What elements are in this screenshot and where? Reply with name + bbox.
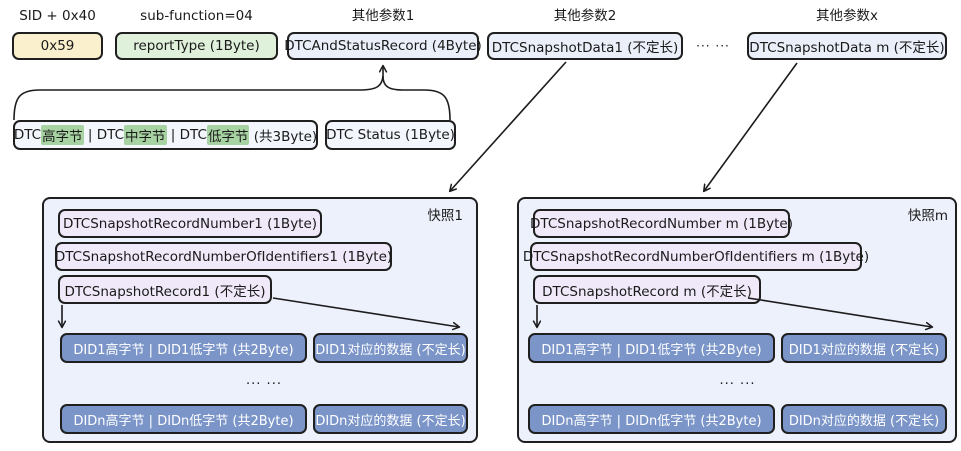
snapshot-1-ellipsis: ... ... [246, 373, 282, 388]
dtc-low-byte-highlight: 低字节 [206, 125, 250, 145]
dtc-bytes-suffix: (共3Byte) [249, 129, 318, 145]
snapshot-data-1-box: DTCSnapshotData1 (不定长) [487, 32, 683, 60]
param1-column-label: 其他参数1 [351, 8, 415, 24]
snapshot-1-record-number-box: DTCSnapshotRecordNumber1 (1Byte) [58, 209, 322, 238]
dtc-high-byte-highlight: 高字节 [41, 125, 84, 145]
snapshot-m-did1-id-box: DID1高字节 | DID1低字节 (共2Byte) [528, 333, 775, 363]
dtc-status-box: DTC Status (1Byte) [325, 120, 456, 150]
dtc-prefix-1: DTC [13, 127, 42, 143]
paramx-column-label: 其他参数x [816, 8, 878, 24]
snapshot-1-didn-data-box: DIDn对应的数据 (不定长) [313, 404, 468, 434]
brace-left-arm [13, 66, 383, 121]
dtc-prefix-3: | DTC [166, 127, 207, 143]
sid-column-label: SID + 0x40 [19, 8, 96, 24]
snapshot-m-record-number-box: DTCSnapshotRecordNumber m (1Byte) [530, 209, 793, 238]
snapshot-m-didn-data-box: DIDn对应的数据 (不定长) [781, 404, 947, 434]
snapshot-1-didn-id-box: DIDn高字节 | DIDn低字节 (共2Byte) [60, 404, 307, 434]
snapshot-m-record-box: DTCSnapshotRecord m (不定长) [533, 275, 761, 304]
dtc-prefix-2: | DTC [83, 127, 125, 143]
snapshot-m-ellipsis: ... ... [719, 373, 756, 388]
arrow-snapshotdata1-to-panel1 [450, 61, 567, 191]
snapshot-m-number-of-identifiers-box: DTCSnapshotRecordNumberOfIdentifiers m (… [523, 242, 869, 271]
snapshot-1-number-of-identifiers-box: DTCSnapshotRecordNumberOfIdentifiers1 (1… [55, 242, 392, 271]
snapshot-1-title: 快照1 [427, 208, 463, 224]
snapshot-1-did1-id-box: DID1高字节 | DID1低字节 (共2Byte) [60, 333, 307, 363]
snapshot-1-did1-data-box: DID1对应的数据 (不定长) [313, 333, 468, 363]
snapshot-m-didn-id-box: DIDn高字节 | DIDn低字节 (共2Byte) [528, 404, 775, 434]
report-type-box: reportType (1Byte) [115, 32, 278, 60]
dtc-and-status-record-box: DTCAndStatusRecord (4Byte) [284, 32, 482, 60]
brace-right-arm [382, 75, 451, 121]
snapshot-1-record-box: DTCSnapshotRecord1 (不定长) [58, 275, 272, 304]
snapshot-m-title: 快照m [907, 208, 948, 224]
arrow-snapshotdatam-to-panelm [704, 62, 798, 191]
subfunction-column-label: sub-function=04 [140, 8, 253, 24]
dtc-mid-byte-highlight: 中字节 [124, 125, 167, 145]
sid-byte-box: 0x59 [12, 32, 103, 60]
snapshot-m-did1-data-box: DID1对应的数据 (不定长) [781, 333, 947, 363]
param2-column-label: 其他参数2 [553, 8, 617, 24]
top-row-ellipsis: ··· ··· [696, 39, 730, 53]
snapshot-data-m-box: DTCSnapshotData m (不定长) [747, 32, 947, 60]
